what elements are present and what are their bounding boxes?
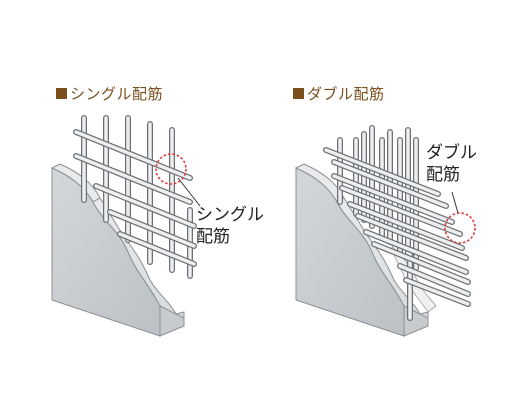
heading-double-text: ダブル配筋	[307, 85, 385, 103]
single-rebar-diagram	[50, 115, 201, 337]
leader-line-single	[177, 177, 201, 207]
leader-line-double	[451, 191, 459, 214]
callout-single: シングル 配筋	[196, 204, 264, 248]
heading-double: ダブル配筋	[293, 83, 385, 104]
callout-single-line2: 配筋	[196, 227, 230, 247]
callout-double-line1: ダブル	[426, 143, 477, 163]
concrete-wall-left	[50, 163, 185, 337]
heading-single-text: シングル配筋	[70, 85, 164, 103]
horizontal-rebars-left	[73, 129, 197, 267]
concrete-wall-right	[294, 163, 437, 337]
callout-single-line1: シングル	[196, 205, 264, 225]
square-bullet-icon	[293, 88, 304, 99]
heading-single: シングル配筋	[56, 83, 163, 104]
horizontal-rebars-right	[323, 147, 471, 307]
double-rebar-diagram	[294, 125, 476, 337]
highlight-circle-single	[155, 153, 187, 185]
callout-double-line2: 配筋	[426, 165, 460, 185]
highlight-circle-double	[444, 212, 476, 244]
callout-double: ダブル 配筋	[426, 142, 477, 186]
square-bullet-icon	[56, 88, 67, 99]
